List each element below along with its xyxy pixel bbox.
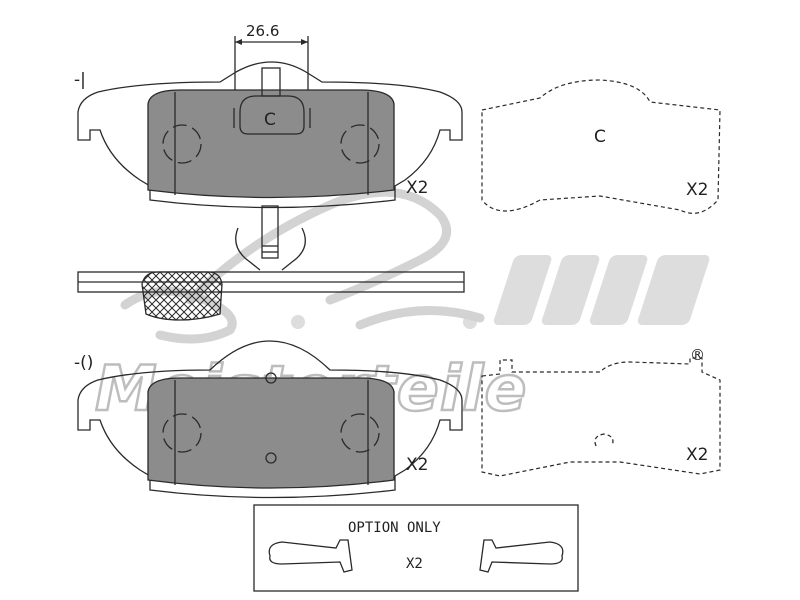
option-box [253,504,579,592]
side-view-clip [235,205,306,271]
top-shim-outline [481,79,721,214]
top-pad-right-hole [340,124,380,164]
side-view-friction-block [141,271,223,321]
top-pad-left-hole [162,124,202,164]
bottom-pad-left-hole [162,413,202,453]
bottom-pad-top-dot [265,372,277,384]
bottom-pad-bottom-dot [265,452,277,464]
top-shim-letter: C [594,127,606,147]
top-friction-pad [147,89,395,199]
bottom-shim-outline [481,357,721,477]
watermark-registered: ® [690,346,705,364]
watermark-logo [120,187,710,344]
bottom-shim-qty: X2 [686,445,708,465]
option-box-qty: X2 [406,556,423,572]
bottom-friction-pad [147,377,395,489]
option-right-spring-clip [479,539,564,573]
bottom-backing-plate [77,340,463,499]
top-center-clip [233,67,311,135]
top-shim-qty: X2 [686,180,708,200]
option-box-title: OPTION ONLY [348,520,441,536]
top-clip-letter: C [264,110,276,130]
dimension-value: 26.6 [246,22,279,40]
top-backing-plate [77,61,463,209]
top-view-qty: X2 [406,178,428,198]
bottom-view-qty: X2 [406,455,428,475]
bottom-shim-hole [594,433,614,447]
bottom-view-index-label: -() [74,353,93,373]
top-view-index-label: -| [74,70,86,90]
bottom-pad-right-hole [340,413,380,453]
option-left-spring-clip [268,539,353,573]
